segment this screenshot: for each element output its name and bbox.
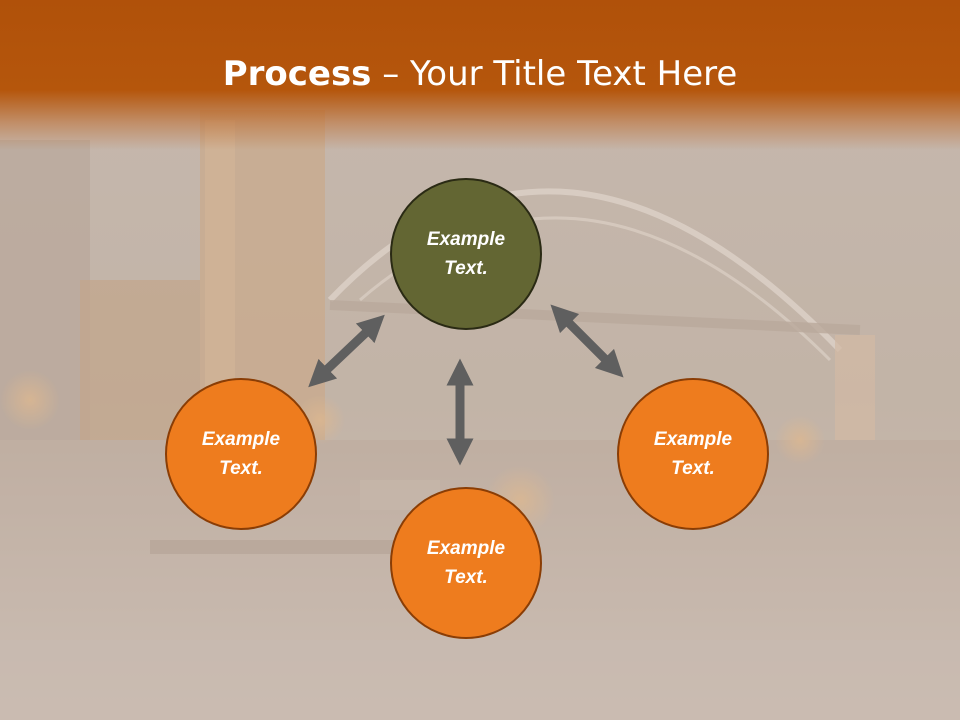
node-left: Example Text. — [165, 378, 317, 530]
node-right: Example Text. — [617, 378, 769, 530]
title-bar — [0, 0, 960, 150]
node-right-text: Example Text. — [653, 429, 733, 479]
node-top: Example Text. — [390, 178, 542, 330]
node-bottom-text: Example Text. — [426, 538, 506, 588]
node-bottom: Example Text. — [390, 487, 542, 639]
arrow-top-right — [550, 304, 624, 378]
title-rest: – Your Title Text Here — [371, 54, 738, 94]
node-left-text: Example Text. — [201, 429, 281, 479]
node-top-text: Example Text. — [426, 229, 506, 279]
slide-title: Process – Your Title Text Here — [0, 52, 960, 96]
title-bold: Process — [222, 54, 372, 94]
arrow-top-left — [308, 314, 385, 388]
